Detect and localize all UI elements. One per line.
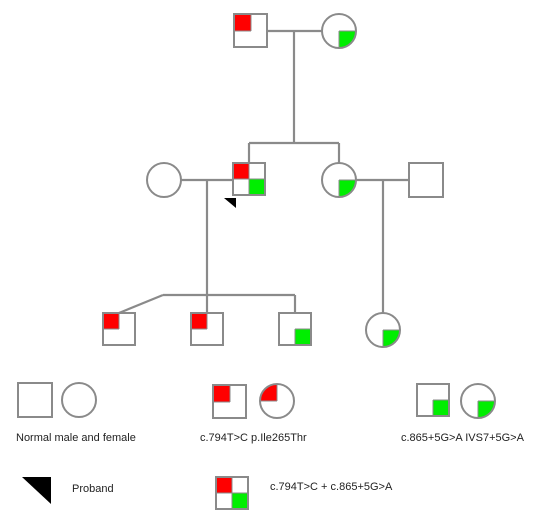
individual-II-3	[321, 162, 357, 198]
legend-proband-label: Proband	[72, 483, 114, 495]
variant2-quadrant	[232, 493, 248, 509]
legend: Normal male and female c.794T>C p.Ile265…	[16, 382, 525, 510]
individual-II-4	[408, 162, 444, 198]
variant2-quadrant	[478, 401, 495, 418]
individual-III-4	[365, 312, 401, 348]
legend-compound-label: c.794T>C + c.865+5G>A	[270, 481, 393, 493]
legend-normal-label: Normal male and female	[16, 432, 136, 444]
variant1-quadrant	[216, 477, 232, 493]
legend-variant1-label: c.794T>C p.Ile265Thr	[200, 432, 307, 444]
individual-III-1	[102, 312, 136, 346]
legend-male-symbol	[17, 382, 53, 418]
variant1-quadrant	[191, 313, 207, 329]
proband-arrow-icon	[224, 198, 236, 208]
individual-I-2	[321, 13, 357, 49]
individual-III-2	[190, 312, 224, 346]
legend-variant2-label: c.865+5G>A IVS7+5G>A	[401, 432, 525, 444]
individual-I-1	[233, 13, 268, 48]
male-symbol	[408, 162, 444, 198]
variant2-quadrant	[295, 329, 311, 345]
variant1-quadrant	[260, 384, 277, 401]
sibship-diagonal-iii1	[118, 293, 164, 315]
female-symbol	[146, 162, 182, 198]
variant1-quadrant	[103, 313, 119, 329]
individual-II-1	[146, 162, 182, 198]
variant2-quadrant	[339, 31, 356, 48]
variant1-quadrant	[234, 14, 251, 31]
individual-III-3	[278, 312, 312, 346]
variant2-quadrant	[249, 179, 265, 195]
legend-proband-icon	[22, 477, 51, 504]
variant1-quadrant	[233, 163, 249, 179]
individual-II-2	[224, 162, 266, 208]
variant2-quadrant	[433, 400, 449, 416]
variant1-quadrant	[213, 385, 230, 402]
variant2-quadrant	[383, 330, 400, 347]
legend-female-symbol	[61, 382, 97, 418]
variant2-quadrant	[339, 180, 356, 197]
pedigree-lines	[118, 29, 409, 315]
